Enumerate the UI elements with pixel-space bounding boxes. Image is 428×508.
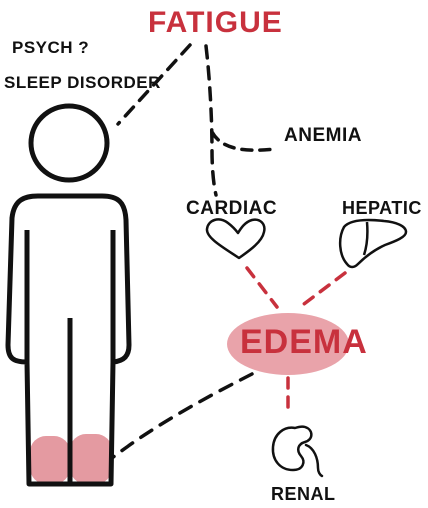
cardiac-label: CARDIAC	[186, 198, 277, 220]
right-leg-swelling	[70, 434, 112, 484]
liver-icon	[340, 220, 406, 267]
kidney-icon	[273, 427, 322, 476]
connector-heart-edema	[247, 268, 277, 307]
person-head	[31, 106, 107, 180]
sleep-disorder-label: SLEEP DISORDER	[4, 73, 161, 93]
psych-label: PSYCH ?	[12, 38, 89, 58]
hepatic-label: HEPATIC	[342, 198, 422, 219]
renal-label: RENAL	[271, 484, 336, 505]
fatigue-label: FATIGUE	[148, 6, 283, 40]
connector-liver-edema	[300, 273, 345, 307]
left-leg-swelling	[30, 436, 70, 484]
connector-fatigue-cardiac	[206, 46, 216, 195]
person-figure	[8, 106, 129, 484]
connector-anemia	[212, 132, 276, 150]
heart-icon	[207, 219, 264, 258]
edema-label: EDEMA	[240, 323, 368, 362]
anemia-label: ANEMIA	[284, 125, 362, 147]
connector-edema-legs	[112, 374, 252, 458]
